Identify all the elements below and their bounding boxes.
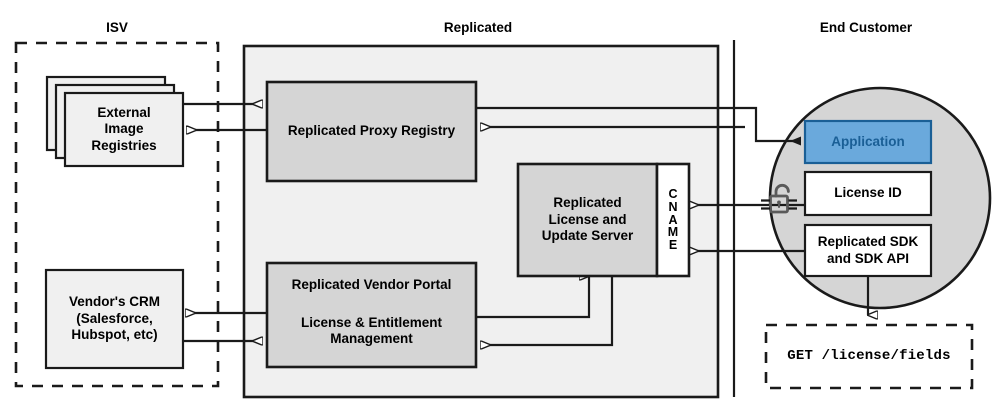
vendor-portal-box: [265, 261, 478, 369]
isv-group-boundary: [14, 41, 220, 388]
replicated-sdk-box: [803, 223, 933, 278]
replicated-sdk-label: Replicated SDK and SDK API: [817, 234, 919, 266]
proxy-registry-box: [265, 80, 478, 183]
edge-proxy-to-application: [476, 106, 801, 146]
vendors-crm-box: [44, 268, 185, 370]
license-id-box: [803, 170, 933, 217]
api-call-box: [764, 323, 974, 390]
vendor-portal-subtitle: License & Entitlement Management: [300, 314, 443, 346]
external-image-registries-label: External Image Registries: [91, 104, 157, 153]
unlock-icon: [761, 183, 797, 214]
proxy-registry-label: Replicated Proxy Registry: [287, 123, 456, 139]
external-image-registries-box: [63, 91, 185, 168]
license-update-server-box: [516, 162, 659, 278]
application-label: Application: [831, 133, 905, 149]
application-box: [803, 119, 933, 165]
column-title-replicated: Replicated: [443, 20, 513, 35]
cname-sidebar-box: [655, 162, 691, 278]
edge-license-server-to-portal: [481, 270, 614, 345]
api-call-label: GET /license/fields: [787, 347, 951, 364]
license-update-server-label: Replicated License and Update Server: [541, 195, 634, 244]
license-id-label: License ID: [834, 185, 902, 201]
column-title-end-customer: End Customer: [819, 20, 913, 35]
column-title-isv: ISV: [106, 20, 128, 35]
vendors-crm-label: Vendor's CRM (Salesforce, Hubspot, etc): [69, 294, 160, 343]
vendor-portal-title: Replicated Vendor Portal: [291, 276, 452, 292]
edge-portal-to-license-server: [476, 276, 591, 319]
cname-label: C N A M E: [667, 187, 679, 253]
